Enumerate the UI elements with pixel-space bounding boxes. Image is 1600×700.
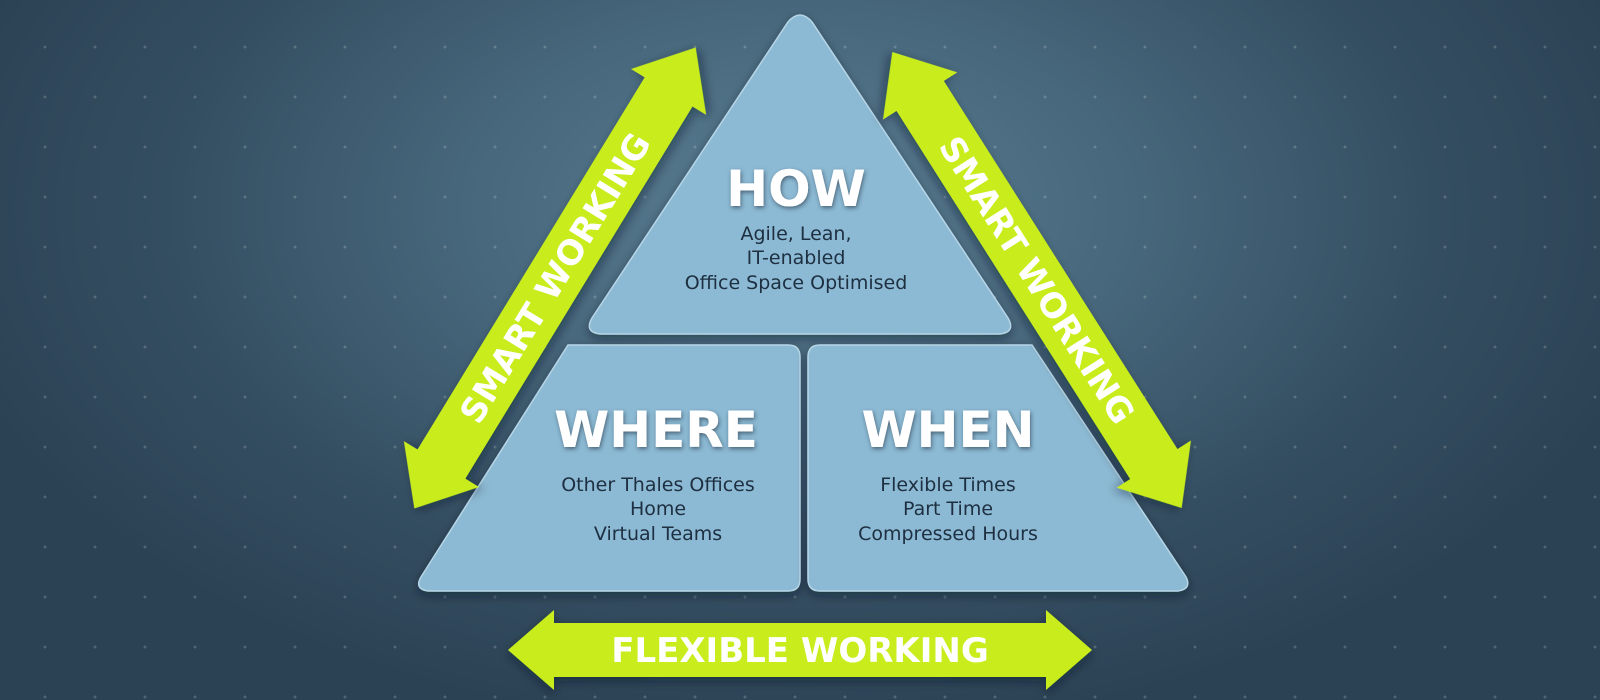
where-line: Other Thales Offices — [561, 474, 755, 496]
how-heading: HOW — [726, 160, 866, 218]
when-panel — [807, 344, 1189, 592]
double-arrow-icon — [883, 52, 1191, 508]
how-line: IT-enabled — [747, 247, 846, 269]
how-line: Agile, Lean, — [740, 223, 851, 245]
when-line: Flexible Times — [880, 474, 1016, 496]
pyramid — [417, 14, 1189, 592]
where-panel — [417, 344, 801, 592]
when-line: Compressed Hours — [858, 523, 1038, 545]
how-panel — [588, 14, 1012, 335]
how-section: HOW Agile, Lean, IT-enabled Office Space… — [685, 160, 908, 294]
when-section: WHEN Flexible Times Part Time Compressed… — [858, 401, 1038, 545]
flexible-working-label: FLEXIBLE WORKING — [611, 631, 989, 671]
how-line: Office Space Optimised — [685, 272, 908, 294]
when-heading: WHEN — [862, 401, 1035, 459]
where-heading: WHERE — [554, 401, 758, 459]
where-line: Home — [630, 498, 686, 520]
where-section: WHERE Other Thales Offices Home Virtual … — [554, 401, 758, 545]
flexible-working-arrow: FLEXIBLE WORKING — [508, 610, 1092, 690]
double-arrow-icon — [508, 610, 1092, 690]
when-line: Part Time — [903, 498, 993, 520]
where-line: Virtual Teams — [594, 523, 722, 545]
double-arrow-icon — [403, 47, 707, 509]
